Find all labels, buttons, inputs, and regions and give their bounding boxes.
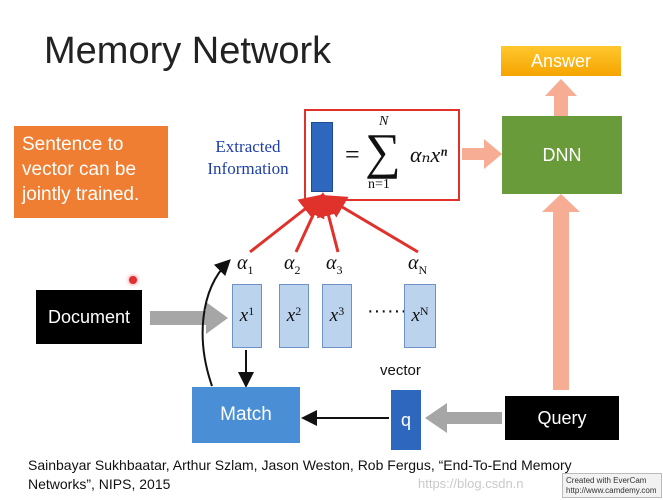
note-line: vector can be (22, 159, 137, 180)
attention-line (316, 192, 341, 253)
query-to-dnn-arrow (542, 194, 580, 390)
alpha-label: α3 (326, 252, 343, 277)
alpha-label: α2 (284, 252, 301, 277)
formula-frame (304, 109, 460, 201)
query-vector-box: q (391, 390, 421, 450)
dnn-label: DNN (542, 144, 582, 165)
page-title: Memory Network (44, 30, 332, 72)
pointer-dot (129, 276, 137, 284)
match-box: Match (192, 387, 300, 443)
attention-line (321, 194, 419, 254)
answer-box: Answer (501, 46, 621, 76)
attention-line (294, 192, 325, 253)
query-box: Query (505, 396, 619, 440)
watermark-url: https://blog.csdn.n (418, 476, 524, 491)
citation: Sainbayar Sukhbaatar, Arthur Szlam, Jaso… (28, 457, 572, 492)
sum-symbol: ∑ (365, 123, 401, 179)
alpha-label: αN (408, 252, 428, 277)
document-box: Document (36, 290, 142, 344)
ellipsis: ······ (367, 300, 407, 322)
sum-term: αₙxⁿ (410, 142, 448, 167)
document-to-memory-arrow (150, 302, 228, 334)
sum-upper-limit: N (379, 114, 389, 129)
answer-label: Answer (530, 50, 592, 71)
match-label: Match (220, 404, 272, 425)
extracted-information-label: Extracted Information (207, 137, 289, 178)
formula-equals: = (345, 140, 360, 169)
q-label: q (400, 409, 411, 430)
query-label: Query (537, 407, 587, 428)
note-line: Sentence to (22, 134, 124, 155)
sum-lower-limit: n=1 (368, 177, 390, 192)
formula-to-dnn-arrow (462, 139, 502, 169)
dnn-box: DNN (502, 116, 622, 194)
document-label: Document (47, 306, 131, 327)
vector-label: vector (380, 362, 421, 379)
note-line: jointly trained. (22, 184, 140, 205)
dnn-to-answer-arrow (545, 79, 577, 116)
evercam-stamp: Created with EverCam http://www.camdemy.… (562, 473, 662, 498)
extracted-vector (311, 122, 333, 192)
query-to-q-arrow (425, 403, 502, 433)
attention-lines (249, 192, 419, 254)
note-callout: Sentence to vector can be jointly traine… (14, 126, 168, 218)
alpha-label: α1 (237, 252, 254, 277)
match-to-alpha-arrow (201, 259, 231, 387)
